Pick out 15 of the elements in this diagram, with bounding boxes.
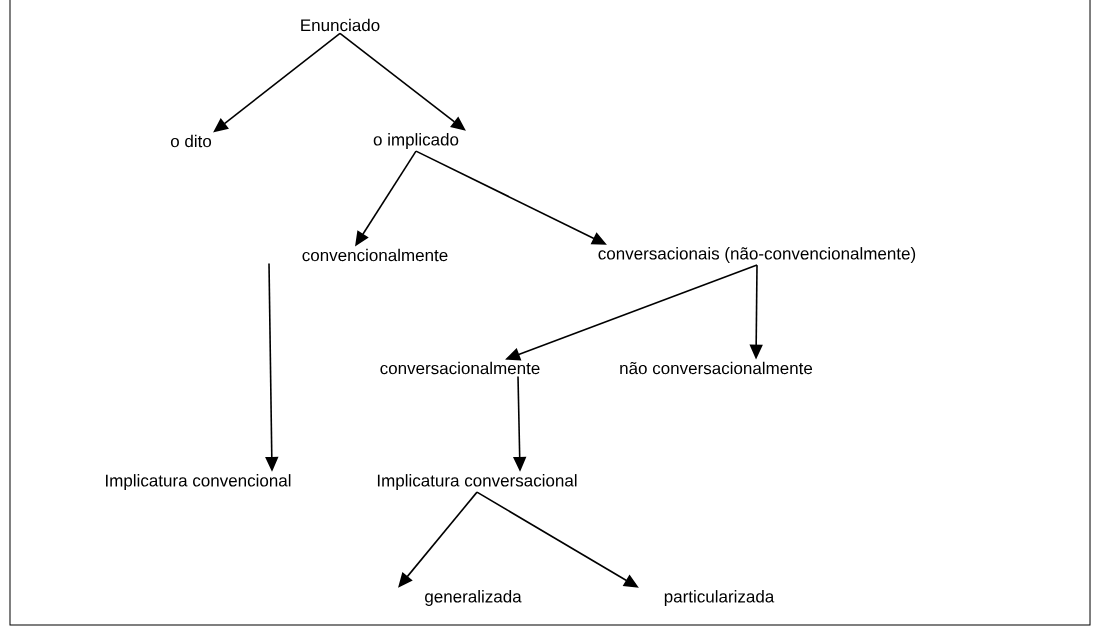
node-label: Enunciado <box>301 18 380 32</box>
node-label: convencionalmente <box>302 248 448 262</box>
node-label: o dito <box>170 134 212 148</box>
arrow <box>213 32 341 133</box>
node-label: o implicado <box>373 133 459 149</box>
node-label: Implicatura convencional <box>106 474 291 490</box>
node-label: particularizada <box>664 590 775 606</box>
node-label: conversacionais (não-convencionalmente) <box>598 247 916 263</box>
node-label: generalizada <box>425 590 522 606</box>
arrow <box>476 491 639 588</box>
node-label: conversacionalmente <box>380 361 540 375</box>
arrow <box>339 32 466 131</box>
arrow <box>398 491 478 588</box>
node-label: não conversacionalmente <box>620 361 813 375</box>
node-label: Implicatura conversacional <box>377 474 577 490</box>
